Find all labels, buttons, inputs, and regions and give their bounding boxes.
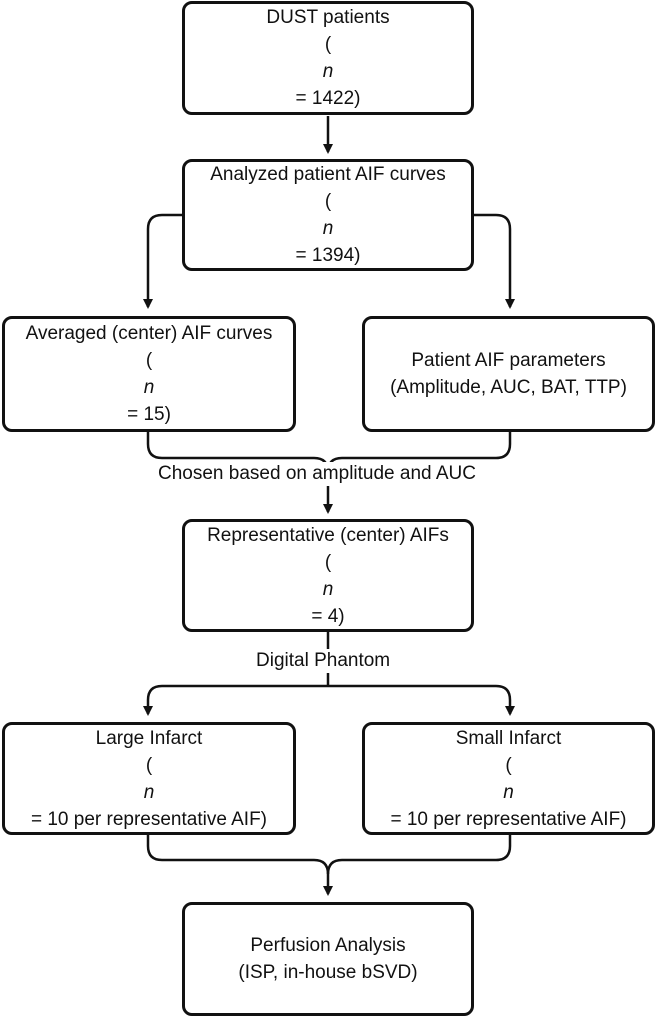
- node-count: (n = 1394): [295, 191, 361, 266]
- node-patient-aif-parameters: Patient AIF parameters (Amplitude, AUC, …: [362, 316, 655, 432]
- node-title: DUST patients: [266, 7, 390, 28]
- node-dust-patients: DUST patients (n = 1422): [182, 1, 474, 115]
- node-count: (n = 10 per representative AIF): [390, 754, 627, 830]
- node-representative-aifs: Representative (center) AIFs (n = 4): [182, 519, 474, 632]
- node-subtitle: (Amplitude, AUC, BAT, TTP): [390, 377, 627, 398]
- edge-label-chosen: Chosen based on amplitude and AUC: [155, 462, 479, 486]
- node-count: (n = 4): [311, 551, 345, 627]
- node-count: (n = 15): [127, 350, 171, 425]
- node-small-infarct: Small Infarct (n = 10 per representative…: [362, 722, 655, 835]
- node-title: Averaged (center) AIF curves: [25, 323, 273, 344]
- arrow-to-small: [328, 684, 515, 716]
- node-title: Patient AIF parameters: [411, 350, 606, 371]
- node-subtitle: (ISP, in-house bSVD): [238, 962, 418, 983]
- arrow-analyzed-to-averaged: [143, 213, 182, 309]
- edge-label-digital-phantom: Digital Phantom: [253, 649, 394, 673]
- node-large-infarct: Large Infarct (n = 10 per representative…: [2, 722, 296, 835]
- arrow-analyzed-to-params: [474, 213, 515, 309]
- arrow-to-large: [143, 684, 328, 716]
- node-title: Large Infarct: [95, 727, 203, 749]
- node-count: (n = 10 per representative AIF): [30, 754, 268, 830]
- node-title: Perfusion Analysis: [250, 935, 406, 956]
- merge-large: [146, 835, 330, 875]
- node-count: (n = 1422): [295, 34, 361, 109]
- node-title: Analyzed patient AIF curves: [210, 164, 446, 185]
- node-averaged-aif-curves: Averaged (center) AIF curves (n = 15): [2, 316, 296, 432]
- node-perfusion-analysis: Perfusion Analysis (ISP, in-house bSVD): [182, 902, 474, 1016]
- node-title: Small Infarct: [455, 727, 562, 749]
- node-analyzed-aif-curves: Analyzed patient AIF curves (n = 1394): [182, 159, 474, 271]
- node-title: Representative (center) AIFs: [207, 524, 449, 546]
- merge-small: [326, 835, 512, 875]
